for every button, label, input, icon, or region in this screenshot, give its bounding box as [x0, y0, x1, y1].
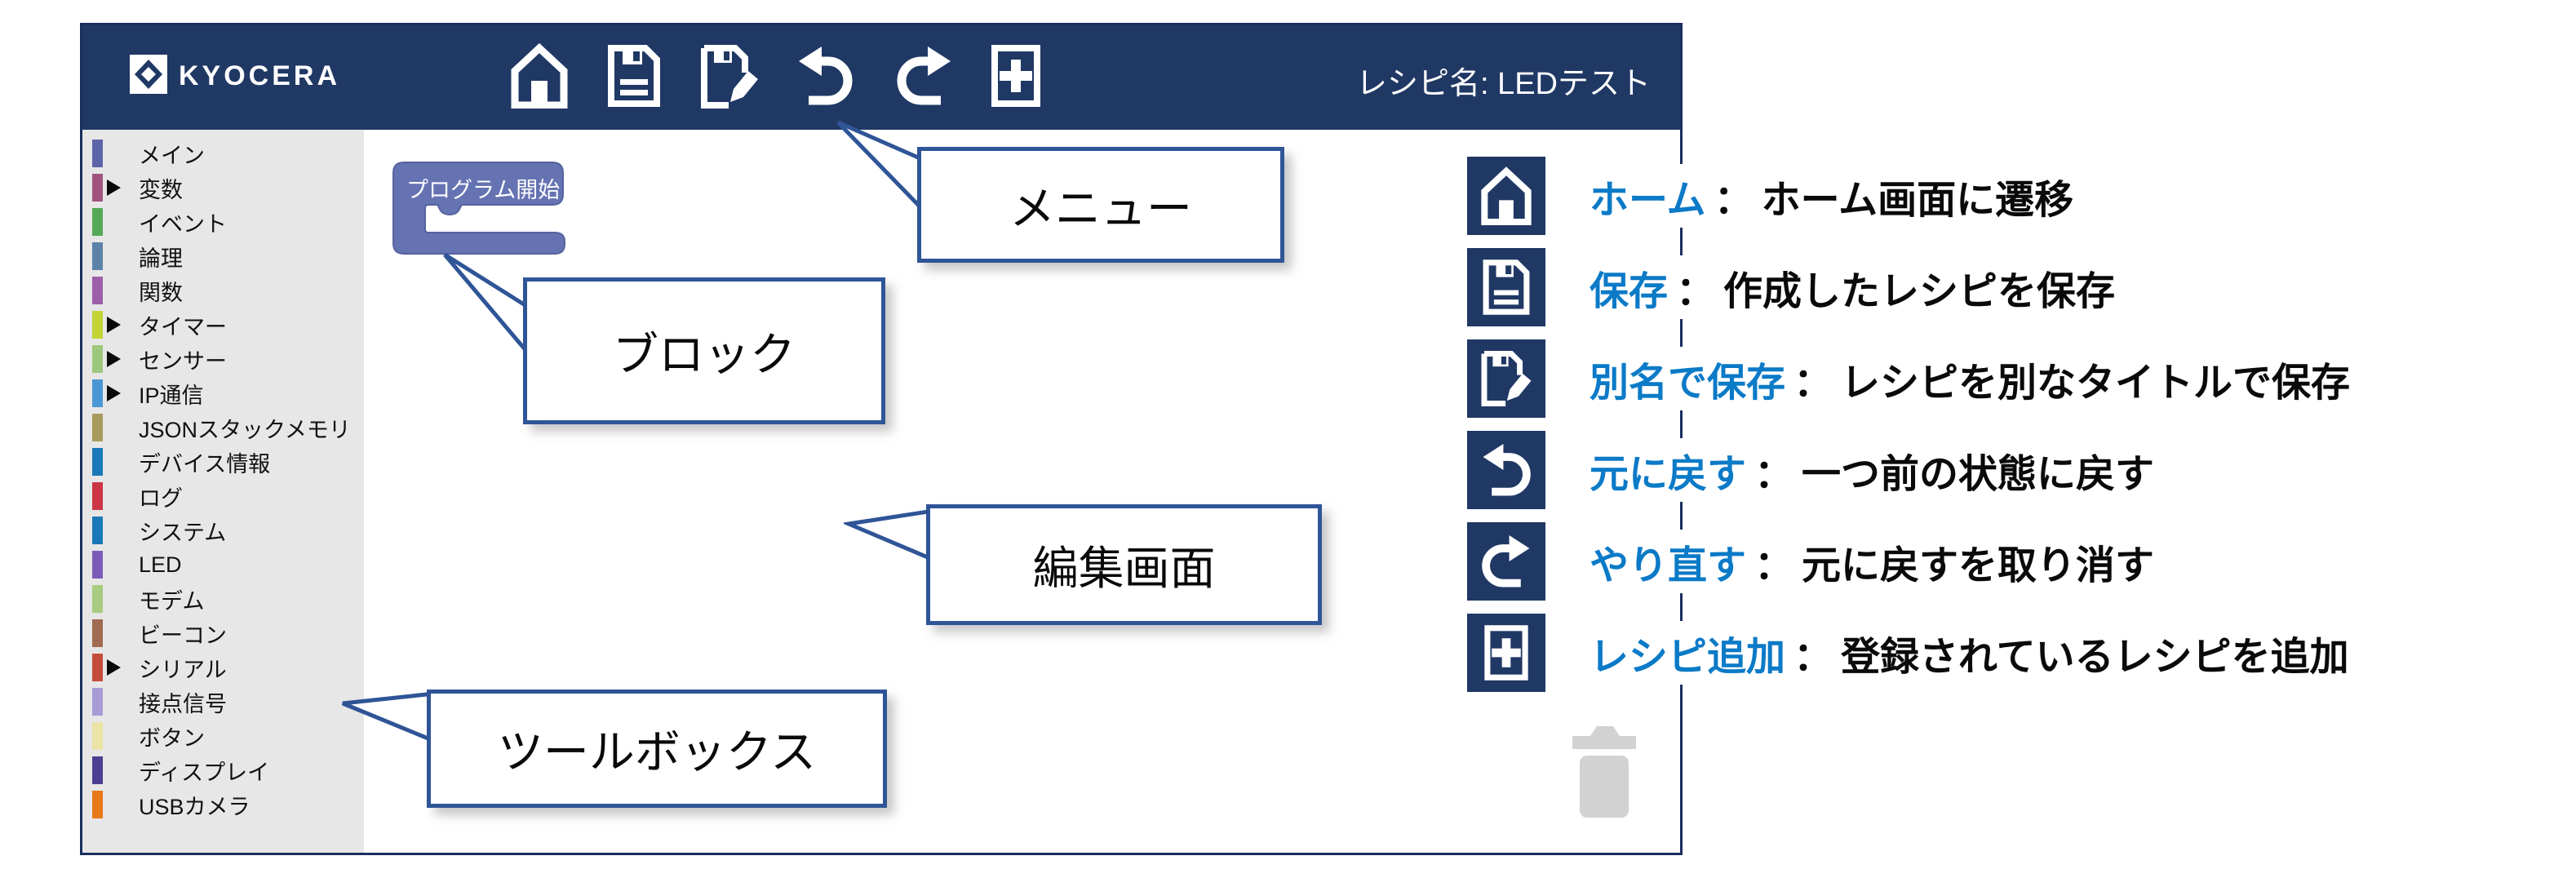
- expand-arrow-icon: [107, 317, 121, 333]
- category-color-chip: [92, 379, 103, 407]
- program-start-block[interactable]: プログラム開始: [392, 162, 568, 255]
- category-color-chip: [92, 791, 103, 818]
- category-color-chip: [92, 242, 103, 270]
- category-color-chip: [92, 517, 103, 544]
- expand-arrow-icon: [107, 385, 121, 401]
- category-color-chip: [92, 345, 103, 373]
- toolbox-item-log[interactable]: ログ: [82, 479, 364, 513]
- save-as-icon: [1467, 339, 1545, 418]
- category-color-chip: [92, 551, 103, 579]
- brand-text: KYOCERA: [179, 60, 341, 91]
- category-color-chip: [92, 482, 103, 510]
- toolbox-item-serial[interactable]: シリアル: [82, 650, 364, 685]
- menu-callout-tail: [836, 120, 926, 216]
- toolbox-item-logic[interactable]: 論理: [82, 239, 364, 273]
- expand-arrow-icon: [107, 659, 121, 676]
- category-color-chip: [92, 414, 103, 441]
- category-color-chip: [92, 208, 103, 236]
- legend-row-add-recipe: レシピ追加：登録されているレシピを追加: [1467, 614, 2362, 692]
- category-color-chip: [92, 722, 103, 750]
- category-color-chip: [92, 448, 103, 476]
- category-color-chip: [92, 756, 103, 784]
- redo-icon: [1467, 522, 1545, 601]
- callout-editor-screen: 編集画面: [926, 504, 1322, 625]
- callout-toolbox: ツールボックス: [427, 690, 887, 808]
- undo-icon[interactable]: [796, 43, 854, 109]
- home-icon[interactable]: [510, 42, 569, 109]
- callout-block: ブロック: [523, 277, 885, 424]
- legend-row-home: ホーム：ホーム画面に遷移: [1467, 157, 2087, 235]
- kyocera-logo: KYOCERA: [130, 55, 340, 98]
- toolbox-callout-tail: [342, 691, 437, 744]
- callout-menu: メニュー: [917, 147, 1284, 263]
- add-recipe-icon: [1467, 614, 1545, 692]
- toolbox-item-device-info[interactable]: デバイス情報: [82, 445, 364, 479]
- add-recipe-icon[interactable]: [987, 43, 1045, 109]
- toolbox-item-json-stack[interactable]: JSONスタックメモリ: [82, 410, 364, 445]
- toolbox-item-events[interactable]: イベント: [82, 205, 364, 239]
- toolbox-item-timer[interactable]: タイマー: [82, 308, 364, 342]
- toolbox-item-variables[interactable]: 変数: [82, 171, 364, 205]
- block-callout-tail: [443, 252, 533, 361]
- category-color-chip: [92, 654, 103, 681]
- legend-row-undo: 元に戻す：一つ前の状態に戻す: [1467, 431, 2168, 509]
- expand-arrow-icon: [107, 351, 121, 367]
- toolbox-item-usb-camera[interactable]: USBカメラ: [82, 787, 364, 822]
- toolbox-item-led[interactable]: LED: [82, 548, 364, 582]
- toolbox-item-button[interactable]: ボタン: [82, 719, 364, 753]
- header-bar: KYOCERA: [82, 25, 1680, 130]
- category-color-chip: [92, 174, 103, 202]
- toolbox-item-beacon[interactable]: ビーコン: [82, 616, 364, 650]
- home-icon: [1467, 157, 1545, 235]
- toolbox-item-contact-signal[interactable]: 接点信号: [82, 685, 364, 719]
- category-color-chip: [92, 277, 103, 304]
- kyocera-mark-icon: [130, 55, 167, 98]
- toolbox-item-modem[interactable]: モデム: [82, 582, 364, 616]
- category-color-chip: [92, 311, 103, 339]
- toolbox-item-functions[interactable]: 関数: [82, 273, 364, 308]
- trash-icon[interactable]: [1566, 720, 1643, 819]
- category-color-chip: [92, 688, 103, 716]
- category-color-chip: [92, 585, 103, 613]
- toolbox-item-sensor[interactable]: センサー: [82, 342, 364, 376]
- save-as-icon[interactable]: [698, 43, 758, 109]
- toolbox-item-ip[interactable]: IP通信: [82, 376, 364, 410]
- legend-row-save-as: 別名で保存：レシピを別なタイトルで保存: [1467, 339, 2364, 418]
- toolbox-item-system[interactable]: システム: [82, 513, 364, 548]
- toolbox-panel: メイン 変数 イベント 論理 関数 タイマー センサー IP通信 JSONスタッ…: [82, 130, 364, 853]
- save-icon: [1467, 248, 1545, 326]
- expand-arrow-icon: [107, 180, 121, 196]
- toolbox-item-display[interactable]: ディスプレイ: [82, 753, 364, 787]
- toolbox-item-main[interactable]: メイン: [82, 136, 364, 171]
- recipe-name-label: レシピ名: LEDテスト: [1355, 67, 1651, 101]
- category-color-chip: [92, 619, 103, 647]
- block-label: プログラム開始: [406, 178, 561, 202]
- redo-icon[interactable]: [895, 43, 954, 109]
- legend-row-redo: やり直す：元に戻すを取り消す: [1467, 522, 2168, 601]
- category-color-chip: [92, 140, 103, 167]
- save-icon[interactable]: [605, 43, 663, 109]
- undo-icon: [1467, 431, 1545, 509]
- legend-row-save: 保存：作成したレシピを保存: [1467, 248, 2129, 326]
